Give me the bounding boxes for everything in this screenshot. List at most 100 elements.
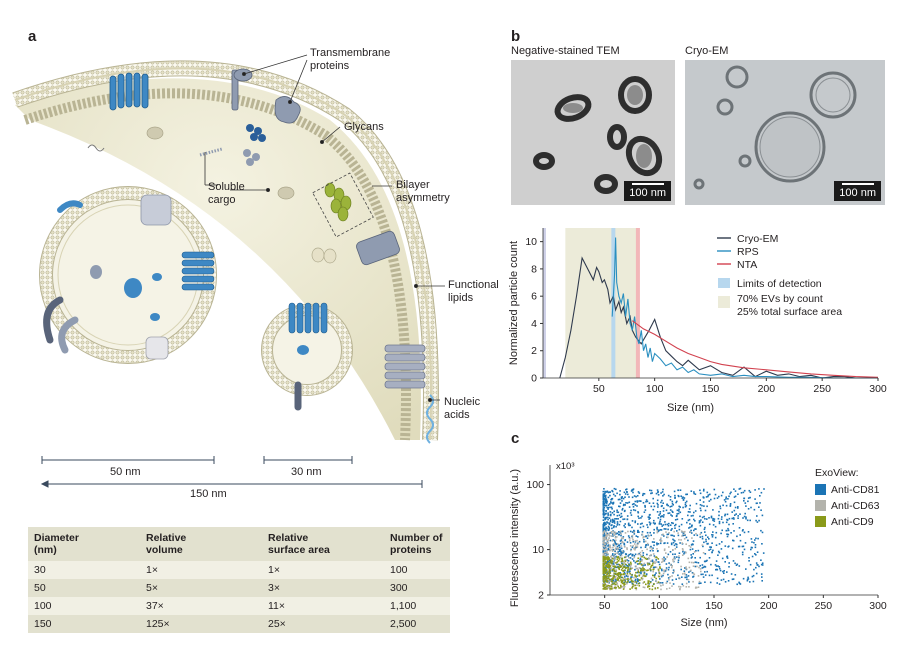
scatter-point-anticd81 [613, 539, 616, 542]
scatter-point-anticd81 [669, 551, 672, 553]
scatter-point-anticd81 [634, 561, 637, 564]
scatter-point-anticd81 [703, 515, 705, 518]
scatter-point-anticd81 [668, 566, 670, 569]
scatter-point-anticd81 [611, 527, 613, 530]
scatter-point-anticd81 [700, 573, 702, 576]
scatter-point-anticd81 [658, 514, 660, 516]
scatter-point-anticd63 [607, 542, 609, 544]
scatter-point-anticd81 [633, 555, 636, 557]
scatter-point-anticd9 [609, 565, 611, 568]
scatter-point-anticd81 [690, 490, 693, 492]
scatter-point-anticd63 [678, 555, 680, 557]
scatter-point-anticd81 [624, 573, 626, 575]
scatter-point-anticd81 [657, 491, 659, 494]
scatter-point-anticd81 [650, 492, 652, 495]
scatter-point-anticd81 [615, 488, 617, 491]
scatter-point-anticd9 [624, 566, 626, 569]
scatter-point-anticd9 [610, 585, 613, 588]
scatter-point-anticd81 [686, 521, 688, 524]
scatter-point-anticd81 [658, 561, 660, 563]
scatter-point-anticd81 [656, 542, 658, 544]
scatter-point-anticd81 [747, 500, 749, 503]
scatter-point-anticd81 [761, 531, 764, 534]
band-70pct [565, 228, 638, 378]
scatter-point-anticd81 [606, 516, 609, 519]
scatter-point-anticd81 [616, 509, 618, 512]
header-proteins: Number of proteins [384, 527, 450, 561]
scatter-point-anticd63 [695, 532, 697, 535]
scatter-point-anticd81 [618, 505, 620, 508]
scatter-point-anticd81 [634, 580, 636, 582]
scatter-point-anticd63 [603, 531, 605, 533]
scatter-point-anticd81 [667, 504, 669, 507]
scatter-point-anticd9 [647, 586, 649, 588]
scatter-point-anticd81 [630, 581, 632, 583]
scatter-point-anticd81 [602, 543, 605, 546]
scatter-point-anticd81 [602, 527, 605, 530]
scatter-point-anticd81 [703, 505, 705, 507]
x-tick-label: 300 [869, 383, 887, 395]
scatter-point-anticd81 [662, 524, 665, 526]
scatter-point-anticd81 [620, 547, 623, 550]
scatter-point-anticd81 [603, 528, 606, 530]
cryo-title: Cryo-EM [685, 45, 729, 57]
scatter-point-anticd81 [606, 553, 609, 556]
scatter-point-anticd81 [717, 554, 719, 556]
scatter-point-anticd81 [607, 504, 610, 506]
scatter-point-anticd81 [734, 490, 737, 492]
scatter-point-anticd81 [638, 517, 640, 519]
scatter-point-anticd81 [745, 505, 747, 507]
scatter-point-anticd63 [606, 539, 609, 542]
scatter-point-anticd81 [653, 566, 656, 569]
scatter-point-anticd81 [637, 491, 640, 493]
scatter-point-anticd81 [683, 552, 685, 555]
scatter-point-anticd81 [669, 499, 672, 501]
scatter-point-anticd81 [699, 564, 701, 567]
scatter-point-anticd81 [685, 493, 687, 496]
scatter-point-anticd63 [667, 536, 669, 539]
scatter-point-anticd63 [627, 574, 629, 577]
scatter-point-anticd81 [604, 522, 607, 524]
scale-30nm: 30 nm [291, 466, 322, 478]
scatter-point-anticd81 [605, 523, 607, 525]
scatter-point-anticd81 [658, 523, 661, 525]
scatter-point-anticd81 [749, 496, 751, 499]
scatter-point-anticd63 [649, 560, 652, 562]
scatter-point-anticd81 [630, 548, 632, 551]
scatter-point-anticd81 [755, 537, 757, 540]
scatter-point-anticd81 [629, 557, 632, 559]
scatter-point-anticd63 [625, 555, 627, 558]
scatter-point-anticd9 [612, 557, 614, 560]
scatter-point-anticd63 [650, 554, 652, 556]
tem-micrograph: 100 nm [511, 60, 675, 205]
scatter-point-anticd81 [622, 518, 624, 521]
scatter-point-anticd81 [741, 545, 744, 548]
scatter-point-anticd9 [620, 579, 622, 581]
scatter-point-anticd81 [626, 571, 629, 573]
scatter-point-anticd9 [607, 559, 609, 562]
scatter-point-anticd9 [602, 558, 605, 560]
transmembrane-protein-slab [356, 230, 400, 266]
scatter-point-anticd81 [613, 510, 615, 513]
scatter-point-anticd81 [643, 541, 645, 543]
transmembrane-protein-top [109, 72, 149, 111]
scatter-point-anticd81 [608, 529, 610, 531]
scatter-point-anticd81 [687, 514, 689, 517]
scatter-point-anticd81 [732, 578, 735, 580]
scatter-point-anticd81 [628, 524, 630, 527]
scatter-point-anticd63 [668, 532, 670, 534]
scatter-point-anticd81 [634, 578, 637, 581]
scatter-point-anticd9 [643, 556, 645, 559]
scatter-point-anticd81 [712, 509, 714, 511]
scatter-point-anticd9 [630, 579, 633, 582]
scatter-point-anticd63 [620, 545, 623, 547]
scatter-point-anticd81 [624, 493, 627, 495]
scatter-point-anticd63 [608, 580, 611, 582]
scatter-point-anticd81 [628, 581, 631, 583]
scatter-point-anticd63 [662, 584, 664, 586]
scatter-point-anticd81 [653, 544, 655, 547]
scatter-point-anticd81 [660, 501, 662, 504]
scatter-point-anticd63 [660, 540, 662, 543]
scatter-point-anticd81 [652, 566, 655, 569]
scatter-point-anticd9 [648, 563, 651, 566]
